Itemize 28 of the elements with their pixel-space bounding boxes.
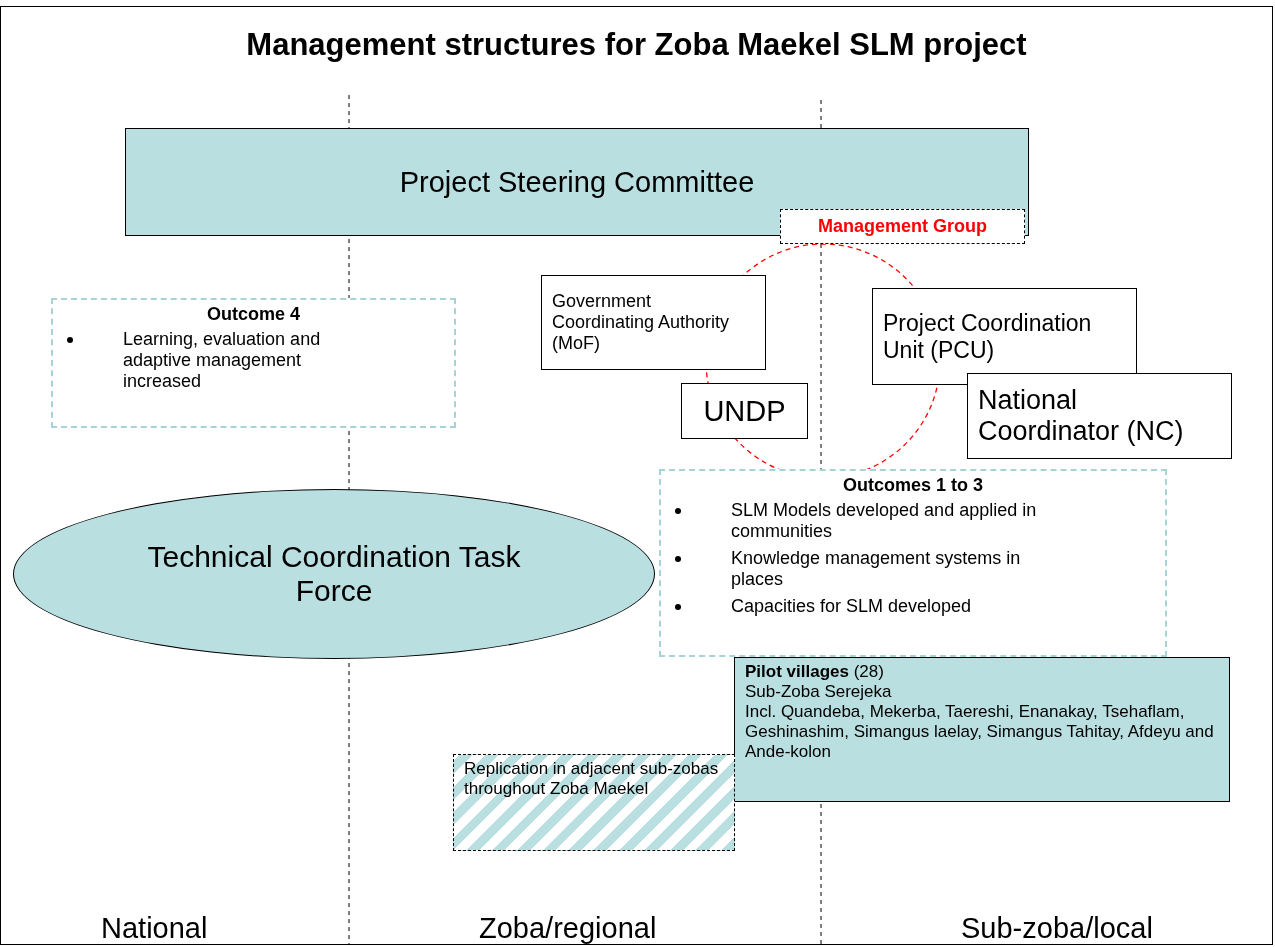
box-text: Government Coordinating Authority (MoF) <box>552 291 731 354</box>
box-text: Incl. Quandeba, Mekerba, Taereshi, Enanakay, Tsehaflam, Geshinashim, Simangus laelay, Simangus Tahitay, Afdeyu and Ande-kolon <box>745 702 1215 762</box>
diagram-title: Management structures for Zoba Maekel SLM project <box>245 27 1028 63</box>
undp-box <box>681 383 808 439</box>
unit-box <box>872 288 1137 385</box>
box-text: Project Steering Committee <box>398 165 756 199</box>
box-text: Technical Coordination Task Force <box>146 540 522 608</box>
bullet-text: Learning, evaluation and adaptive management increased <box>123 329 322 392</box>
coordinator-box <box>967 373 1232 459</box>
villages-box <box>734 657 1230 802</box>
bullet-text: Knowledge management systems in places <box>731 548 1022 590</box>
outcomes-box <box>659 469 1167 657</box>
bullet-text: SLM Models developed and applied in communities <box>731 500 1038 542</box>
authority-box <box>541 275 766 370</box>
box-heading: Outcomes 1 to 3 <box>841 475 984 496</box>
group-box <box>780 209 1025 244</box>
replication-box <box>453 754 735 851</box>
bullet-text: Capacities for SLM developed <box>731 596 973 617</box>
box-text: Pilot villages (28) <box>745 662 885 682</box>
box-text: Project Coordination Unit (PCU) <box>883 309 1093 364</box>
box-heading: Outcome 4 <box>206 304 301 325</box>
box-text: Sub-Zoba Serejeka <box>745 682 893 702</box>
outcome-box <box>51 298 456 428</box>
committee-box <box>125 128 1029 236</box>
box-text: UNDP <box>702 394 787 428</box>
box-text: Replication in adjacent sub-zobas throughout Zoba Maekel <box>464 759 720 799</box>
box-text: Management Group <box>817 216 988 237</box>
box-text: National Coordinator (NC) <box>978 385 1185 447</box>
